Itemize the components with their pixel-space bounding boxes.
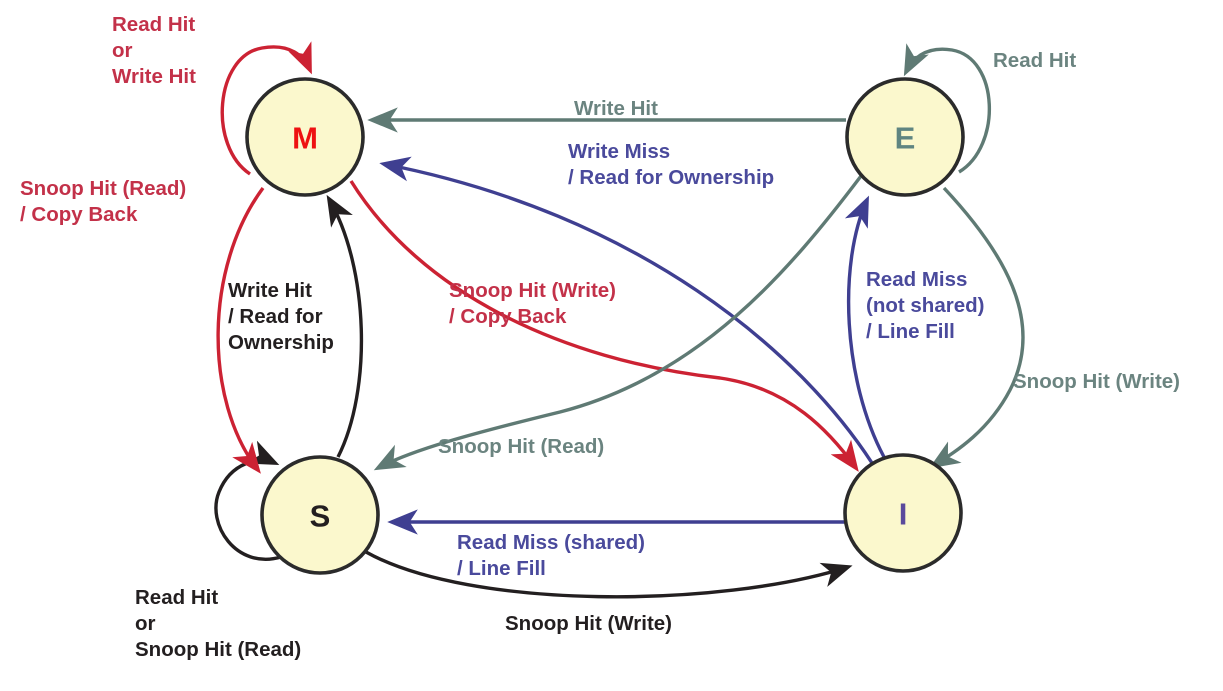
- edge-s-to-m: [326, 194, 364, 458]
- edge-label-m-self: Read Hit or Write Hit: [112, 13, 196, 89]
- state-label-e: E: [895, 121, 916, 156]
- edge-e-self: [903, 43, 991, 174]
- edge-e-to-s: [373, 174, 863, 471]
- state-label-i: I: [899, 497, 908, 532]
- edges-layer: [214, 41, 1025, 599]
- edge-label-e-self: Read Hit: [993, 49, 1077, 72]
- edge-m-to-i: [349, 180, 859, 472]
- edge-m-to-s: [216, 186, 265, 474]
- edge-i-to-e: [844, 195, 886, 458]
- edge-label-e-to-i: Snoop Hit (Write): [1013, 370, 1181, 393]
- edge-label-i-to-s: Read Miss (shared) / Line Fill: [457, 531, 645, 581]
- state-node-s[interactable]: [260, 455, 380, 575]
- state-label-s: S: [310, 499, 331, 534]
- edge-m-self: [220, 41, 312, 176]
- edge-s-to-i: [365, 550, 853, 599]
- nodes-layer: M E S I: [245, 77, 965, 575]
- state-node-m[interactable]: [245, 77, 365, 197]
- edge-label-s-to-i: Snoop Hit (Write): [505, 612, 673, 635]
- edge-i-to-m: [379, 156, 874, 464]
- edge-e-to-i: [928, 186, 1025, 469]
- edge-label-m-to-i: Snoop Hit (Write) / Copy Back: [449, 279, 617, 329]
- state-node-i[interactable]: [843, 453, 963, 573]
- state-label-m: M: [292, 121, 318, 156]
- edge-label-e-to-s: Snoop Hit (Read): [438, 435, 605, 458]
- edge-label-s-self: Read Hit or Snoop Hit (Read): [135, 586, 302, 662]
- edge-label-i-to-e: Read Miss (not shared) / Line Fill: [866, 268, 985, 344]
- edge-label-i-to-m: Write Miss / Read for Ownership: [568, 140, 775, 190]
- edge-label-m-to-s: Snoop Hit (Read) / Copy Back: [20, 177, 187, 227]
- edge-label-s-to-m: Write Hit / Read for Ownership: [228, 279, 334, 355]
- edge-label-e-to-m: Write Hit: [574, 97, 658, 120]
- state-node-e[interactable]: [845, 77, 965, 197]
